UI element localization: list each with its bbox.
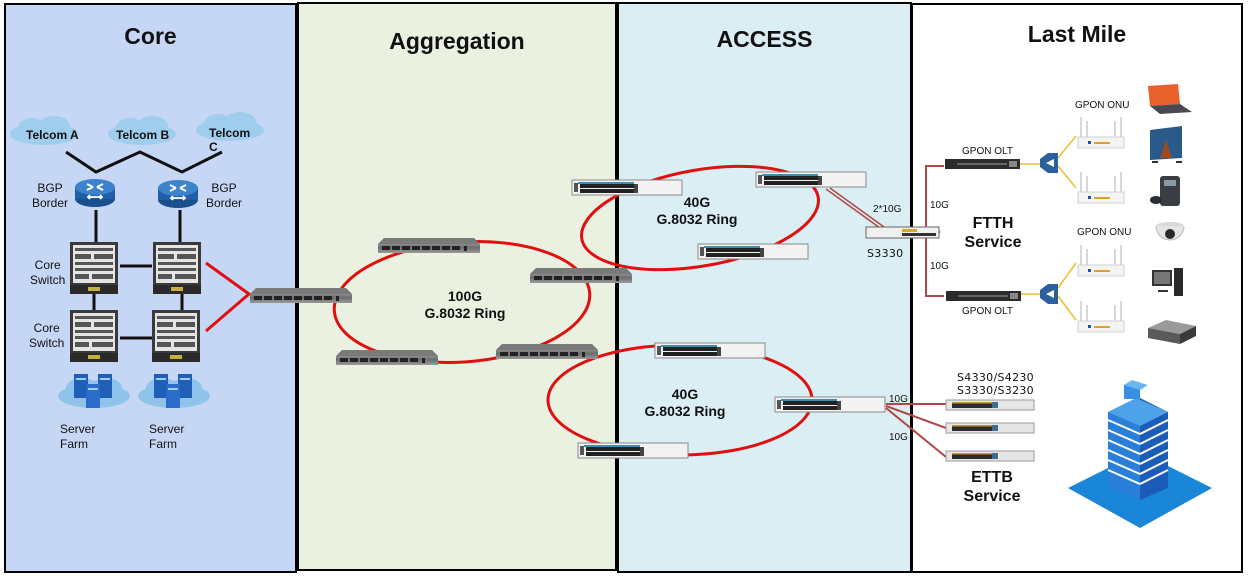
cloud-label-telcom-c: Telcom C xyxy=(209,126,251,154)
bgp-border-right-label: BGP Border xyxy=(206,181,243,210)
agg-switch-icon xyxy=(496,344,598,359)
link-10g-bottom-label: 10G xyxy=(930,261,949,272)
ftth-service-line1: FTTH xyxy=(972,215,1014,232)
zone-title-access: ACCESS xyxy=(716,26,813,52)
desktop-pc-icon xyxy=(1152,268,1183,296)
ettb-service-line2: Service xyxy=(963,488,1021,505)
bgp-router-left-icon xyxy=(74,178,116,208)
access-switch-icon xyxy=(577,442,689,459)
core-switch-icon xyxy=(152,310,200,362)
ettb-models-line2: S3330/S3230 xyxy=(957,384,1034,397)
optical-splitter-icon xyxy=(1040,284,1058,304)
ftth-service-label: FTTH Service xyxy=(958,214,1028,252)
ring-100g-protocol: G.8032 Ring xyxy=(424,305,506,321)
core-switch-icon xyxy=(70,310,118,362)
gpon-olt-top-label: GPON OLT xyxy=(962,146,1013,157)
link-10g-top-label: 10G xyxy=(930,200,949,211)
ring-40g-top-protocol: G.8032 Ring xyxy=(656,211,738,227)
ip-camera-icon xyxy=(1155,222,1185,241)
ring-40g-top-speed: 40G xyxy=(683,194,711,210)
ring-40g-top-label: 40G G.8032 Ring xyxy=(652,194,742,228)
s3330-label: S3330 xyxy=(867,247,904,260)
gpon-onu-icon xyxy=(1077,171,1125,204)
tv-icon xyxy=(1150,126,1182,163)
gpon-olt-icon xyxy=(946,291,1021,301)
optical-splitter-icon xyxy=(1040,153,1058,173)
core-switch-icon xyxy=(153,242,201,294)
ip-phone-icon xyxy=(1150,176,1180,206)
ring-100g-label: 100G G.8032 Ring xyxy=(420,288,510,322)
core-to-agg-links xyxy=(205,261,252,333)
agg-switch-icon xyxy=(336,350,438,365)
ettb-models-label: S4330/S4230 S3330/S3230 xyxy=(957,371,1034,397)
core-switch-label: Core Switch xyxy=(29,321,65,350)
bgp-border-left-label: BGP Border xyxy=(32,181,69,210)
ettb-switch-icon xyxy=(945,399,1035,411)
ring-100g-speed: 100G xyxy=(447,288,483,304)
ettb-service-line1: ETTB xyxy=(971,469,1013,486)
agg-switch-icon xyxy=(378,238,480,253)
access-switch-icon xyxy=(755,171,867,188)
server-farm-label: Server Farm xyxy=(149,422,185,451)
agg-switch-icon xyxy=(250,288,352,303)
s3330-uplink xyxy=(825,187,885,229)
ring-40g-bottom-speed: 40G xyxy=(671,386,699,402)
cloud-label-telcom-a: Telcom A xyxy=(26,128,79,142)
ettb-service-label: ETTB Service xyxy=(957,468,1027,506)
access-switch-icon xyxy=(697,243,809,260)
zone-aggregation: Aggregation xyxy=(297,2,617,571)
zone-title-last-mile: Last Mile xyxy=(1027,21,1127,47)
bgp-router-right-icon xyxy=(157,179,199,209)
core-links xyxy=(65,150,223,340)
core-switch-label: Core Switch xyxy=(30,258,66,287)
ettb-switch-icon xyxy=(945,422,1035,434)
uplink-2x10g-label: 2*10G xyxy=(873,204,902,215)
gpon-olt-icon xyxy=(945,159,1020,169)
server-farm-icon xyxy=(58,374,130,408)
gpon-onu-bottom-label: GPON ONU xyxy=(1077,227,1132,238)
ring-40g-bottom-label: 40G G.8032 Ring xyxy=(640,386,730,420)
ettb-models-line1: S4330/S4230 xyxy=(957,371,1034,384)
server-farm-icon xyxy=(138,374,210,408)
core-switch-icon xyxy=(70,242,118,294)
laptop-icon xyxy=(1148,84,1192,114)
zone-title-core: Core xyxy=(124,23,177,49)
cloud-label-telcom-b: Telcom B xyxy=(116,128,170,142)
agg-switch-icon xyxy=(530,268,632,283)
access-switch-icon xyxy=(654,342,766,359)
gpon-onu-icon xyxy=(1077,244,1125,277)
ring-40g-top xyxy=(580,164,820,272)
server-farm-label: Server Farm xyxy=(60,422,96,451)
link-10g-label: 10G xyxy=(889,394,908,405)
ettb-switch-icon xyxy=(945,450,1035,462)
gpon-onu-icon xyxy=(1077,116,1125,149)
access-switch-icon xyxy=(571,179,683,196)
fiber-links xyxy=(1020,135,1077,321)
zone-core: Core xyxy=(4,3,297,573)
gpon-onu-icon xyxy=(1077,300,1125,333)
building-icon xyxy=(1068,380,1212,528)
zone-title-aggregation: Aggregation xyxy=(389,28,525,54)
ring-40g-bottom-protocol: G.8032 Ring xyxy=(644,403,726,419)
gpon-onu-top-label: GPON ONU xyxy=(1075,100,1130,111)
access-switch-icon xyxy=(774,396,886,413)
link-10g-label: 10G xyxy=(889,432,908,443)
ftth-service-line2: Service xyxy=(964,234,1022,251)
gpon-olt-bottom-label: GPON OLT xyxy=(962,306,1013,317)
s3330-switch-icon xyxy=(865,226,940,239)
ettb-links xyxy=(885,403,947,458)
set-top-box-icon xyxy=(1148,320,1196,344)
